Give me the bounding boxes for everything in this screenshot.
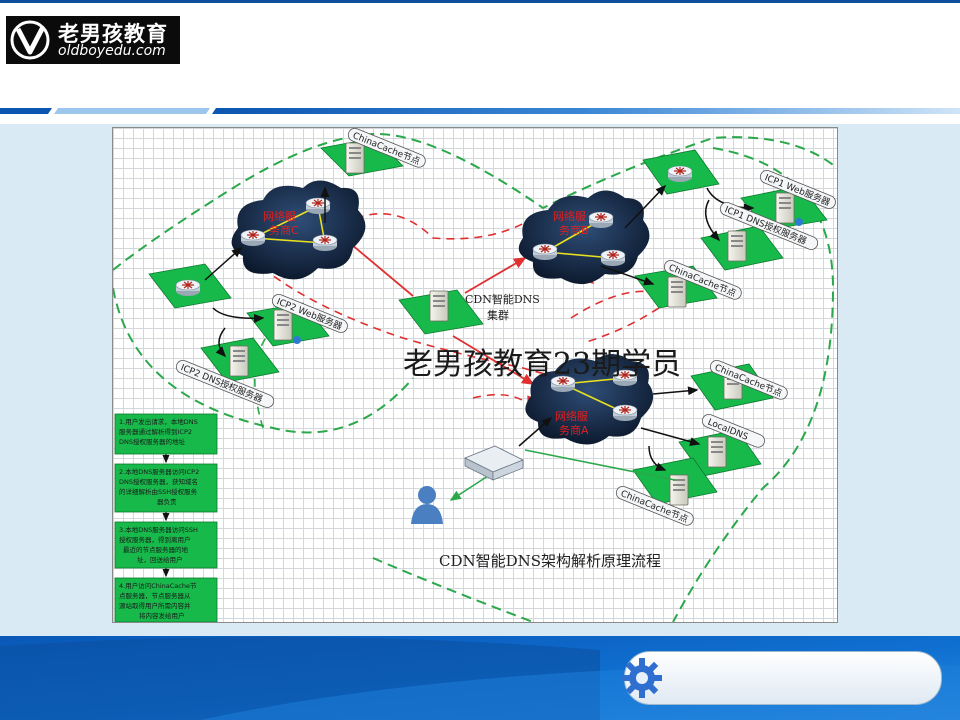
region-boundary-top [113,132,837,271]
user-icon [411,486,443,524]
flow-step-4-line-4: 将内容发给用户 [139,611,185,620]
label-isp-c-1: 网络服 [263,209,296,223]
watermark-text: 老男孩教育23期学员 [403,347,681,382]
red-zone-top [342,209,624,240]
switch-icon [464,445,524,481]
diagram-canvas: ChinaCache节点 ICP1 Web服务器 ICP1 DNS授权服务器 C… [113,128,837,622]
flow-step-4-line-2: 点服务器，节点服务器从 [119,591,191,600]
logo-v-icon [10,20,50,60]
label-isp-a-2: 务商A [559,423,589,437]
header-divider [0,108,960,114]
flow-step-4 [114,577,218,622]
cdn-architecture-diagram: ChinaCache节点 ICP1 Web服务器 ICP1 DNS授权服务器 C… [112,127,838,623]
flow-step-1-line-2: 服务器通过解析得到ICP2 [119,427,192,436]
red-zone-mid [262,267,584,380]
flow-step-3-line-1: 3.本地DNS服务器访问SSH [119,525,198,534]
flow-step-3-line-4: 址，回送给用户 [137,555,183,564]
flow-step-2-line-3: 的详细解析由SSH授权服务 [119,487,198,496]
label-isp-c-2: 务商C [269,223,299,237]
flow-steps: 1.用户发出请求，本地DNS 服务器通过解析得到ICP2 DNS授权服务器的地址… [114,413,218,622]
flow-step-4-line-1: 4.用户访问ChinaCache节 [119,581,197,590]
server-chinacache-top-icon [345,142,365,174]
arrow-dns-to-b [464,257,527,294]
logo-text-en: oldboyedu.com [58,43,166,59]
flow-step-2 [114,463,218,513]
label-isp-a-1: 网络服 [555,409,588,423]
label-cdn-dns-2: 集群 [487,308,509,322]
logo-text-cn: 老男孩教育 [58,22,168,46]
cloud-isp-b [518,190,650,285]
cloud-isp-c [231,180,366,280]
flow-step-3-line-3: 最近的节点服务器的地 [123,545,189,554]
flow-step-2-line-1: 2.本地DNS服务器访问ICP2 [119,467,199,476]
flow-step-1-line-3: DNS授权服务器的地址 [119,437,185,446]
flow-step-3-line-2: 授权服务器，得到离用户 [119,535,191,544]
flow-step-3 [114,521,218,569]
flow-step-2-line-2: DNS授权服务器，获知域名 [119,477,198,486]
arrow-dns-to-a [452,335,535,385]
flow-step-1-line-1: 1.用户发出请求，本地DNS [119,417,198,426]
top-rule [0,0,960,3]
flow-step-4-line-3: 源站取得用户所需内容并 [119,601,191,610]
region-boundary-left [113,287,414,434]
footer-pill [624,651,942,705]
server-cdn-dns-icon [429,290,449,322]
logo: 老男孩教育 oldboyedu.com [6,16,180,64]
diagram-caption: CDN智能DNS架构解析原理流程 [439,552,661,570]
label-isp-b-2: 务商B [559,223,589,237]
region-boundary-bottom [372,557,534,622]
label-isp-b-1: 网络服 [553,209,586,223]
flow-step-2-line-4: 器负责 [157,497,177,506]
label-cdn-dns-1: CDN智能DNS [465,292,540,306]
gear-icon [622,658,662,698]
